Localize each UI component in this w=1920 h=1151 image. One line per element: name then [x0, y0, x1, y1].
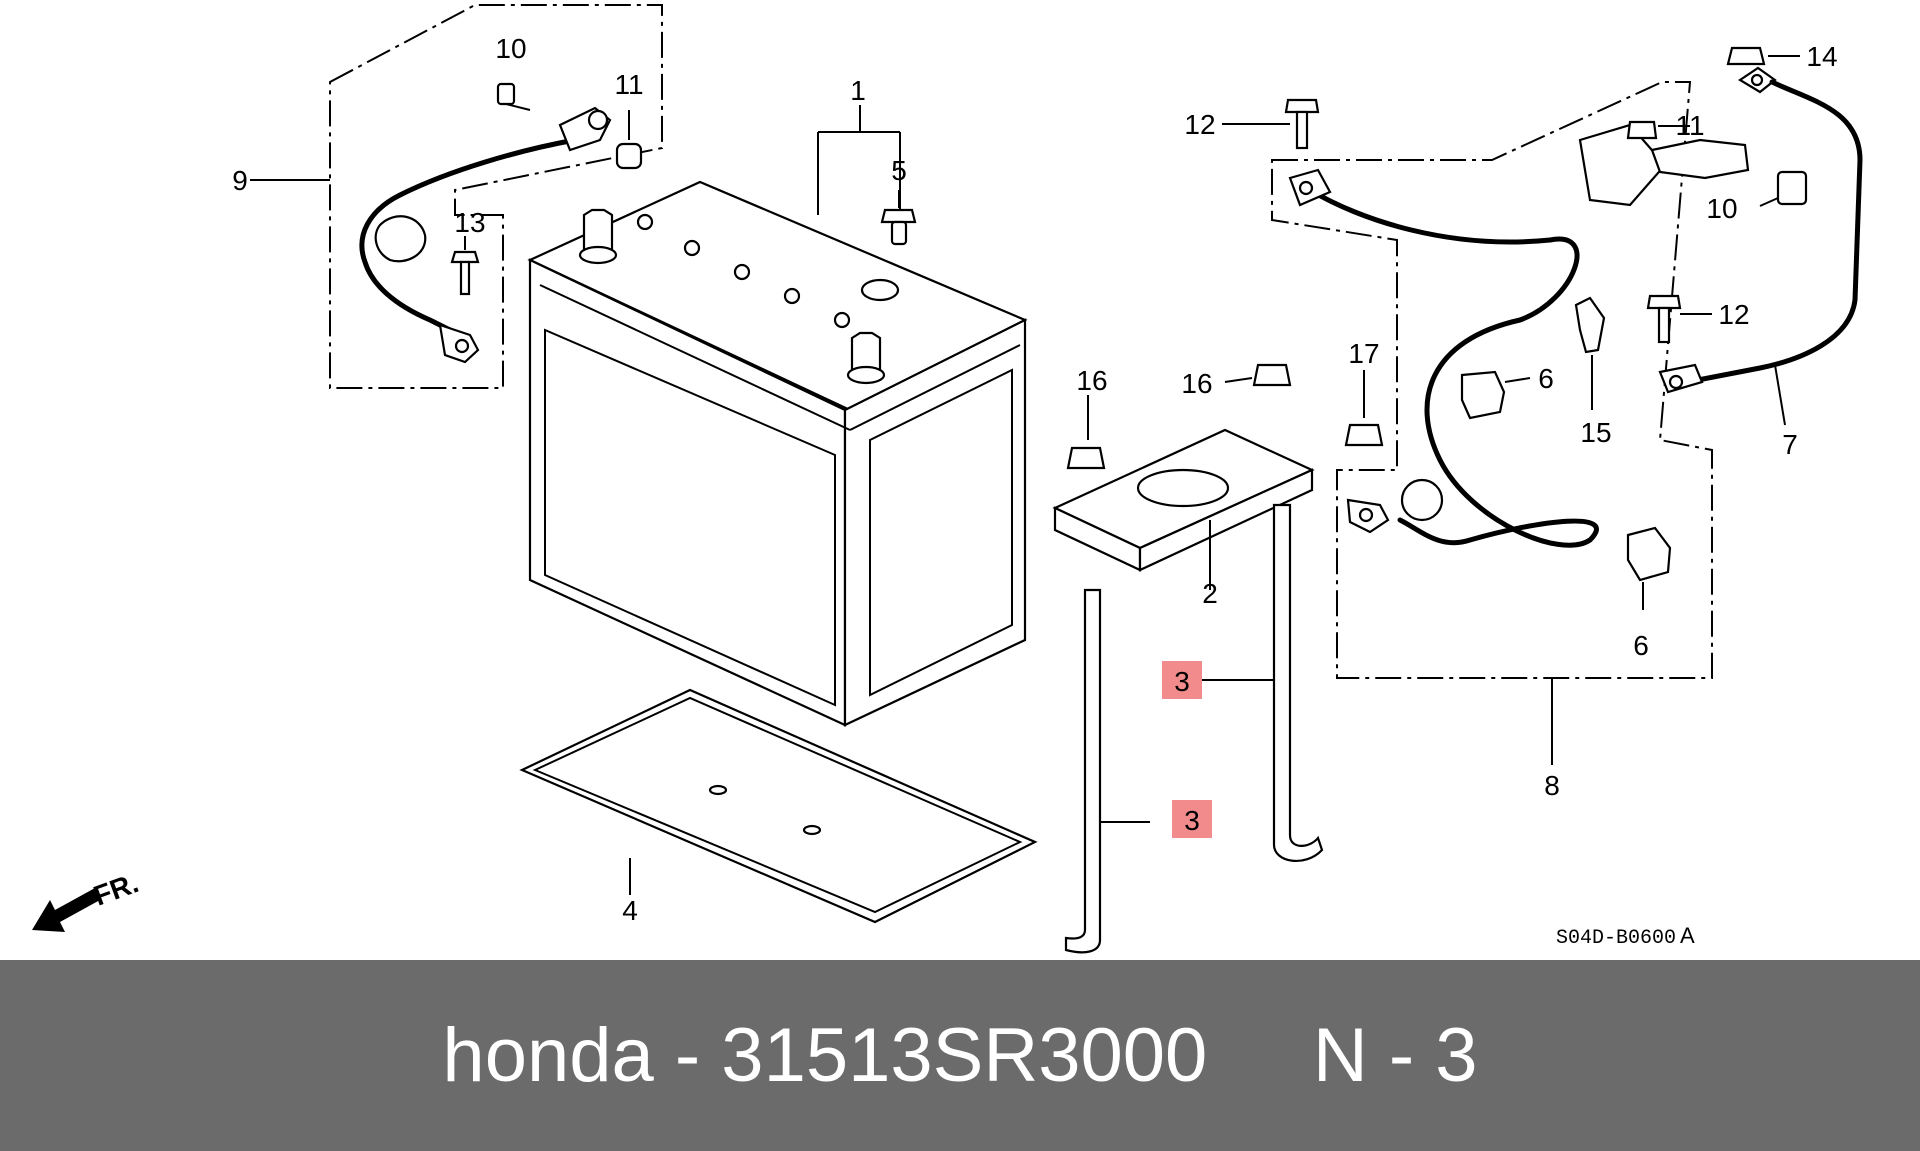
footer-part-number: honda - 31513SR3000 N - 3	[442, 1013, 1478, 1098]
part-10-left	[496, 82, 531, 111]
part-13-bolt	[450, 236, 480, 296]
label-4: 4	[622, 895, 638, 926]
label-11-right: 11	[1675, 110, 1704, 141]
label-3-upper: 3	[1174, 666, 1190, 697]
label-9: 9	[232, 165, 248, 196]
label-15: 15	[1580, 417, 1611, 448]
part-12-bolt-top	[1222, 98, 1320, 150]
footer-bar: honda - 31513SR3000 N - 3	[0, 960, 1920, 1151]
part-10-right	[1759, 170, 1808, 207]
label-1: 1	[850, 75, 866, 106]
part-15-clip	[1574, 296, 1606, 410]
part-17-nut	[1344, 370, 1384, 447]
battery-tray-4	[519, 688, 1038, 924]
highlight-box-3b	[1172, 800, 1212, 838]
label-16-left: 16	[1076, 365, 1107, 396]
label-5: 5	[891, 155, 907, 186]
label-2: 2	[1202, 578, 1218, 609]
part-14-nut	[1726, 46, 1800, 66]
label-6-bottom: 6	[1633, 630, 1649, 661]
label-12-top: 12	[1184, 109, 1215, 140]
label-7: 7	[1782, 429, 1798, 460]
part-6-clamp-bottom	[1626, 526, 1672, 610]
label-14: 14	[1806, 41, 1837, 72]
cable-group-8-frame	[1271, 81, 1713, 765]
battery-1	[527, 105, 1028, 727]
battery-parts-diagram: 1 2 3 3 4 5 6 6 7 8 9 10 10 11 11 12 12 …	[32, 4, 1863, 954]
label-8: 8	[1544, 770, 1560, 801]
part-16-nut-left	[1066, 395, 1106, 470]
label-13: 13	[454, 207, 485, 238]
label-12-right: 12	[1718, 299, 1749, 330]
hold-down-rod-left	[1064, 588, 1150, 954]
part-11-right	[1626, 120, 1690, 140]
hold-down-rod-right	[1200, 503, 1324, 863]
battery-cable-right	[1288, 123, 1750, 548]
label-17: 17	[1348, 338, 1379, 369]
label-16-right: 16	[1181, 368, 1212, 399]
part-5-vent-plug	[880, 190, 917, 246]
holding-plate-2	[1052, 428, 1315, 590]
battery-cable-left	[359, 106, 612, 364]
part-16-nut-right	[1224, 363, 1292, 387]
cable-group-9-frame	[250, 4, 663, 389]
cable-7	[1658, 66, 1863, 426]
front-direction-arrow-icon	[32, 888, 100, 932]
label-3-lower: 3	[1184, 805, 1200, 836]
highlight-box-3a	[1162, 661, 1202, 699]
label-11-left: 11	[614, 69, 643, 100]
part-12-bolt-right	[1646, 294, 1712, 344]
label-10-right: 10	[1706, 193, 1737, 224]
part-6-clamp-top	[1460, 370, 1531, 420]
front-direction-label: FR.	[89, 867, 142, 912]
label-6-top: 6	[1538, 363, 1554, 394]
part-11-left	[615, 110, 643, 170]
label-10-left: 10	[495, 33, 526, 64]
